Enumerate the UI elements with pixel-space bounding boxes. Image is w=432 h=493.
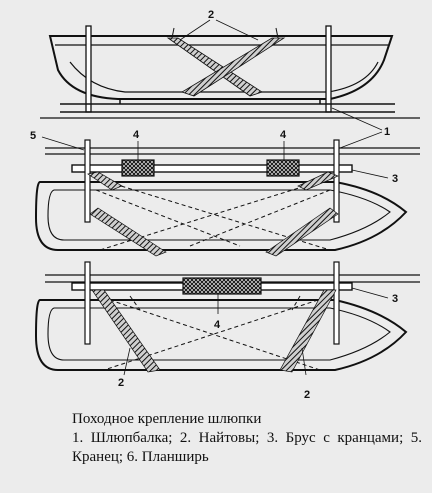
callout-line-lashings-b bbox=[215, 19, 259, 41]
side-lashing-2 bbox=[181, 37, 286, 97]
boat-stowage-diagram: 2 4 4 5 1 3 bbox=[30, 9, 420, 401]
callout-lashing-bottom-right: 2 bbox=[304, 389, 310, 401]
callout-line-lashings-a bbox=[179, 19, 211, 41]
fender-left bbox=[121, 159, 155, 177]
side-lashing-1 bbox=[166, 37, 263, 97]
callout-gunwale: 5 bbox=[30, 130, 36, 142]
lower-davit-right bbox=[333, 261, 340, 345]
side-view: 2 bbox=[48, 9, 395, 113]
fender-long bbox=[182, 277, 262, 295]
hull-plan-lower bbox=[34, 299, 408, 371]
callout-fender-left: 4 bbox=[133, 129, 140, 141]
callout-line-beam-bottom bbox=[351, 287, 389, 299]
lashing-lower-2 bbox=[279, 289, 337, 373]
callout-line-davits-b bbox=[339, 131, 383, 149]
side-view-cradle bbox=[60, 99, 395, 113]
callout-fender-bottom: 4 bbox=[214, 319, 221, 331]
plan-davit-right bbox=[333, 139, 340, 223]
side-view-keel-line bbox=[69, 61, 379, 93]
lashing-upper-3 bbox=[297, 171, 339, 191]
lashing-upper-2 bbox=[89, 207, 167, 257]
fender-right bbox=[266, 159, 300, 177]
plan-davit-left bbox=[84, 139, 91, 223]
callout-lashing-bottom-left: 2 bbox=[118, 377, 124, 389]
lower-davit-left bbox=[84, 261, 91, 345]
figure-caption: Походное крепление шлюпки 1. Шлюпбалка; … bbox=[72, 410, 422, 467]
side-lashing-top-2 bbox=[275, 27, 279, 39]
hull-plan-lower-inner bbox=[47, 307, 391, 361]
lashing-upper-1 bbox=[87, 171, 123, 191]
hull-plan-upper bbox=[34, 181, 408, 251]
callout-line-lashing-bottom-right bbox=[301, 347, 307, 376]
plan-view-upper: 4 4 5 1 3 bbox=[30, 107, 420, 257]
caption-legend: 1. Шлюпбалка; 2. Найтовы; 3. Брус с кран… bbox=[72, 430, 422, 465]
dashed-lashings-lower bbox=[103, 295, 321, 371]
side-davit-right bbox=[325, 25, 332, 113]
lashing-upper-4 bbox=[265, 207, 339, 257]
callout-line-beam-mid bbox=[351, 169, 389, 179]
callout-line-gunwale bbox=[41, 136, 85, 151]
deck-edge-lines bbox=[40, 117, 420, 155]
callout-beam-mid: 3 bbox=[392, 173, 398, 185]
callout-davits: 1 bbox=[384, 126, 390, 138]
dashed-lashings-upper bbox=[95, 181, 331, 251]
side-lashing-top-1 bbox=[171, 27, 175, 39]
callout-beam-bottom: 3 bbox=[392, 293, 398, 305]
caption-title: Походное крепление шлюпки bbox=[72, 411, 262, 427]
callout-fender-right: 4 bbox=[280, 129, 287, 141]
side-davit-left bbox=[85, 25, 92, 113]
hull-plan-upper-inner bbox=[47, 189, 391, 241]
gunwale-beam bbox=[71, 164, 353, 173]
callout-line-lashing-bottom-left bbox=[123, 347, 131, 376]
lashing-lower-1 bbox=[91, 289, 161, 373]
callout-lashings-top: 2 bbox=[208, 9, 214, 21]
callout-line-davits-a bbox=[331, 107, 383, 131]
plan-view-lower: 4 3 2 2 bbox=[34, 261, 420, 401]
